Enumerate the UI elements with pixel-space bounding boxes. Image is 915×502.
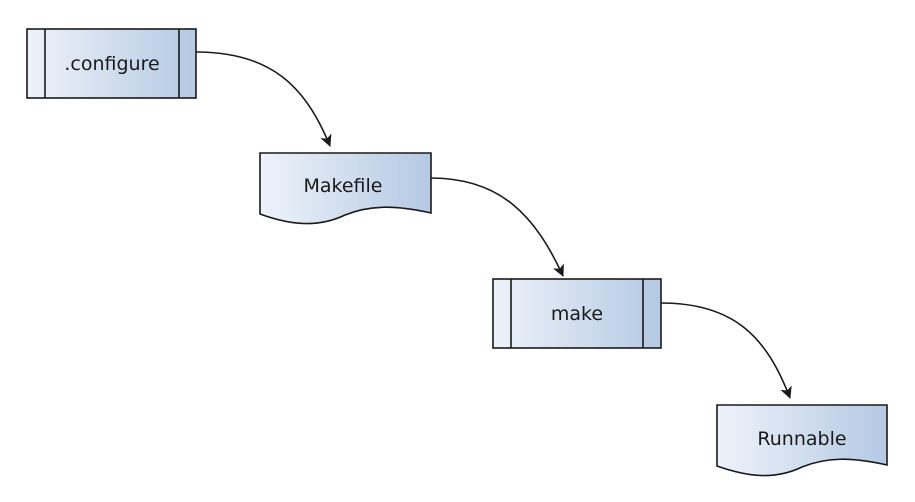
edge-make-to-runnable <box>660 302 792 399</box>
node-label-make: make <box>551 303 603 325</box>
node-label-runnable: Runnable <box>757 428 846 450</box>
node-make[interactable]: make <box>492 278 662 349</box>
node-runnable[interactable]: Runnable <box>716 404 888 477</box>
node-label-configure: .configure <box>64 53 159 75</box>
edge-makefile-to-make <box>430 177 564 277</box>
node-label-makefile: Makefile <box>304 175 383 197</box>
node-configure[interactable]: .configure <box>26 28 197 99</box>
node-makefile[interactable]: Makefile <box>259 152 432 225</box>
edge-configure-to-makefile <box>195 51 332 147</box>
